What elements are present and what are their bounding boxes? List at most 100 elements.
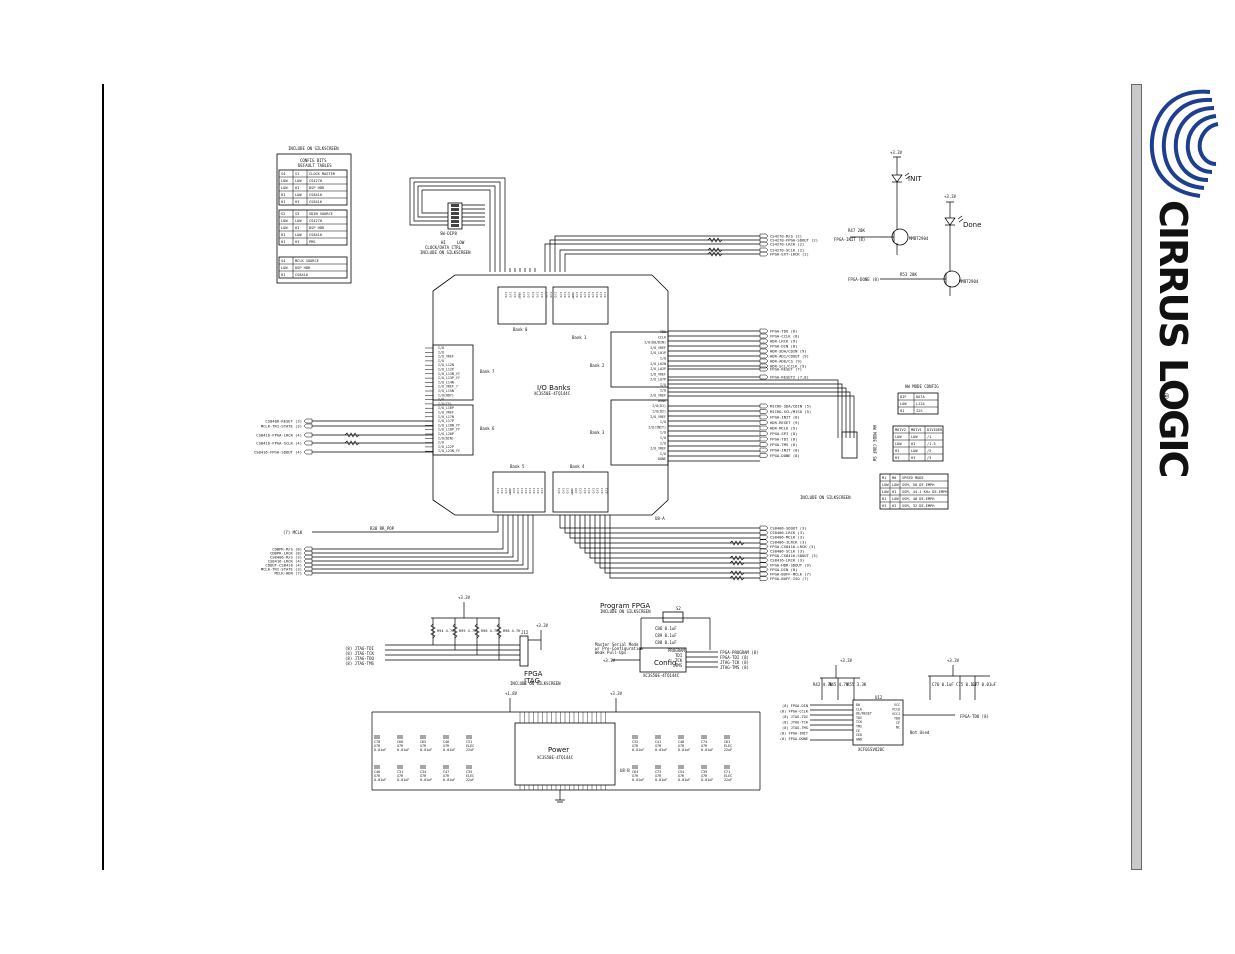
- fpga-right-pin: DONE: [658, 399, 666, 403]
- fpga-top-pin: I/O: [545, 292, 549, 298]
- cap-type: X7R: [655, 744, 662, 748]
- hw-mode-speed-cell: HI: [892, 504, 896, 508]
- led-r2: R53 20K: [900, 272, 917, 277]
- net-label: FPGA-BUFF-ISO (7): [770, 576, 809, 581]
- bank-label-1: Bank 1: [572, 335, 587, 340]
- fpga-right-pin: I/O_L02P: [650, 367, 666, 371]
- led-driver-block: +3.3V INIT MMBT2904 FPGA-INIT (8) R47 20…: [834, 150, 981, 296]
- mclk-resistor: R38 RR_POP: [370, 526, 395, 531]
- fpga-bottom-pin: I/O: [536, 488, 540, 494]
- fpga-bottom-pin: I/O: [532, 488, 536, 494]
- fpga-left-pin: I/O: [438, 346, 444, 350]
- program-net-0: FPGA-PROGRAM (8): [720, 650, 759, 655]
- rail-3v3: +3.3V: [610, 691, 623, 696]
- net-label: MCLK-HDR (7): [275, 571, 302, 576]
- cap-type: ELEC: [466, 774, 474, 778]
- fpga-left-pin: I/O_L18N_YY: [438, 423, 460, 427]
- config-note: INCLUDE ON SILKSCREEN: [288, 146, 339, 151]
- fpga-right-pin: I/O_VREF: [650, 447, 666, 451]
- net-label: FPGA-CS8416-LRCK (3): [770, 544, 816, 549]
- config-b-cell: LOW: [295, 219, 302, 223]
- net-label: FPGA-DIN (8): [770, 567, 797, 572]
- prom-net-out: FPGA-TDO (8): [960, 714, 989, 719]
- fpga-right-pin: I/O_L02N: [650, 362, 666, 366]
- cap-ref: C31: [397, 770, 403, 774]
- hw-mode-speed-cell: HI: [882, 504, 886, 508]
- program-cap-2: C88 0.1uF: [655, 640, 677, 645]
- net-label: HDR-AD0/CS (9): [770, 359, 802, 364]
- net-label: HDR-SDA/CDIN (9): [770, 349, 807, 354]
- prom-cap-0: C76 0.1uF: [932, 682, 954, 687]
- net-label: MCLK-TRI-STATE (3): [261, 424, 302, 429]
- cap-value: 22uF: [724, 778, 732, 782]
- program-switch-ref: S2: [676, 606, 681, 611]
- config-b-cell: HI: [295, 226, 299, 230]
- fpga-top-pin: I/O: [531, 292, 535, 298]
- fpga-right-pin-list: TDOCCLKI/O(D0/DIN)I/O_VREFI/O_L01PI/OI/O…: [644, 330, 666, 461]
- cap-value: 0.01uF: [678, 748, 690, 752]
- prom-pin-right: CF: [896, 721, 900, 725]
- dip-label-hi: HI: [441, 240, 446, 245]
- jtag-resistor: R95 4.7K: [459, 629, 477, 633]
- net-label: FPGA-CS8416-SDOUT (3): [770, 553, 818, 558]
- net-label: FPGA-EXT-LRCK (2): [770, 252, 809, 257]
- cap-type: X7R: [632, 744, 639, 748]
- bank-label-0: Bank 0: [513, 327, 528, 332]
- fpga-right-pin: I/O_VREF: [650, 415, 666, 419]
- fpga-bottom-pin: I/O: [566, 488, 570, 494]
- config-heading-1: CONFIG BITS: [300, 158, 327, 163]
- jtag-resistor: R94 4.7K: [437, 629, 455, 633]
- fpga-left-pin: I/O: [438, 398, 444, 402]
- rail-1v8: +1.8V: [505, 691, 518, 696]
- config-a-cell: HI: [281, 193, 285, 197]
- fpga-top-pin: VREF: [518, 292, 522, 299]
- hw-mode-speed-cell: M0: [892, 476, 896, 480]
- cap-type: X7R: [374, 774, 381, 778]
- fpga-right-pin: I/O_L07P: [650, 378, 666, 382]
- decoupling-capacitors: C78X7R0.01uFC66X7R0.01uFC65X7R0.01uFC46X…: [374, 735, 732, 782]
- hw-mode-speed-cell: LOW: [892, 483, 899, 487]
- net-label: FPGA-INIT (8): [770, 448, 800, 453]
- jtag-vcc: +3.3V: [536, 623, 549, 628]
- config-b-cell: DSP HDR: [309, 226, 325, 230]
- net-label: CS8416-LRCK (3): [770, 558, 804, 563]
- hw-mode-mdiv-cell: LOW: [895, 442, 902, 446]
- net-label-group: CS4270-M/S (2)CS4270-FPGA-SDOUT (2)CS427…: [254, 234, 818, 582]
- fpga-right-pin: I/O: [660, 357, 666, 361]
- config-bits-table: INCLUDE ON SILKSCREEN CONFIG BITS DEFAUL…: [276, 146, 352, 284]
- fpga-bottom-pin: VREF: [508, 488, 512, 495]
- net-label: CS8406-RESET (3): [265, 419, 302, 424]
- fpga-right-pin: I/O: [660, 441, 666, 445]
- bank-5-frame: [492, 471, 546, 513]
- program-pin-2: TCK: [675, 658, 683, 663]
- config-a-cell: LOW: [281, 179, 288, 183]
- cap-type: X7R: [678, 744, 685, 748]
- bank-1-frame: [552, 286, 609, 325]
- cap-ref: C35: [466, 770, 472, 774]
- net-label: HDR-RESET (9): [770, 420, 800, 425]
- config-b-cell: S2: [281, 212, 285, 216]
- fpga-left-pin: I/O_L13N_YY: [438, 372, 460, 376]
- net-label: HDR-SCL/CCLK (9): [770, 364, 807, 369]
- bank-label-2: Bank 2: [590, 363, 605, 368]
- hw-mode-mdiv-cell: HI: [895, 449, 899, 453]
- fpga-part: XC3S50E-4TQ144C: [534, 391, 571, 396]
- registered-mark: ®: [1161, 392, 1170, 400]
- cap-ref: C54: [678, 770, 684, 774]
- dip-key: [451, 220, 459, 223]
- cap-value: 0.01uF: [632, 778, 644, 782]
- dip-switch-body: [447, 202, 463, 230]
- config-a-cell: CS8416: [309, 193, 322, 197]
- prom-net-left: (8) FPGA-CCLK: [780, 710, 809, 714]
- fpga-left-pin: I/O_L17P: [438, 419, 454, 423]
- prom-net-left: (8) FPGA-DIN: [782, 704, 808, 708]
- program-mode-3: Weak Pull-Ups: [595, 650, 627, 655]
- net-label: FPGA-CCLK (8): [770, 334, 800, 339]
- fpga-top-pin: I/O: [579, 292, 583, 298]
- cirrus-logic-logo: CIRRUS LOGIC ®: [1149, 89, 1219, 476]
- hw-mode-speed-cell: SSM, 50 DE EMPH: [902, 483, 934, 487]
- net-label: FPGA-INIT (8): [770, 415, 800, 420]
- jtag-title-1: FPGA: [524, 670, 543, 678]
- fpga-left-pin: I/O_L12N: [438, 363, 454, 367]
